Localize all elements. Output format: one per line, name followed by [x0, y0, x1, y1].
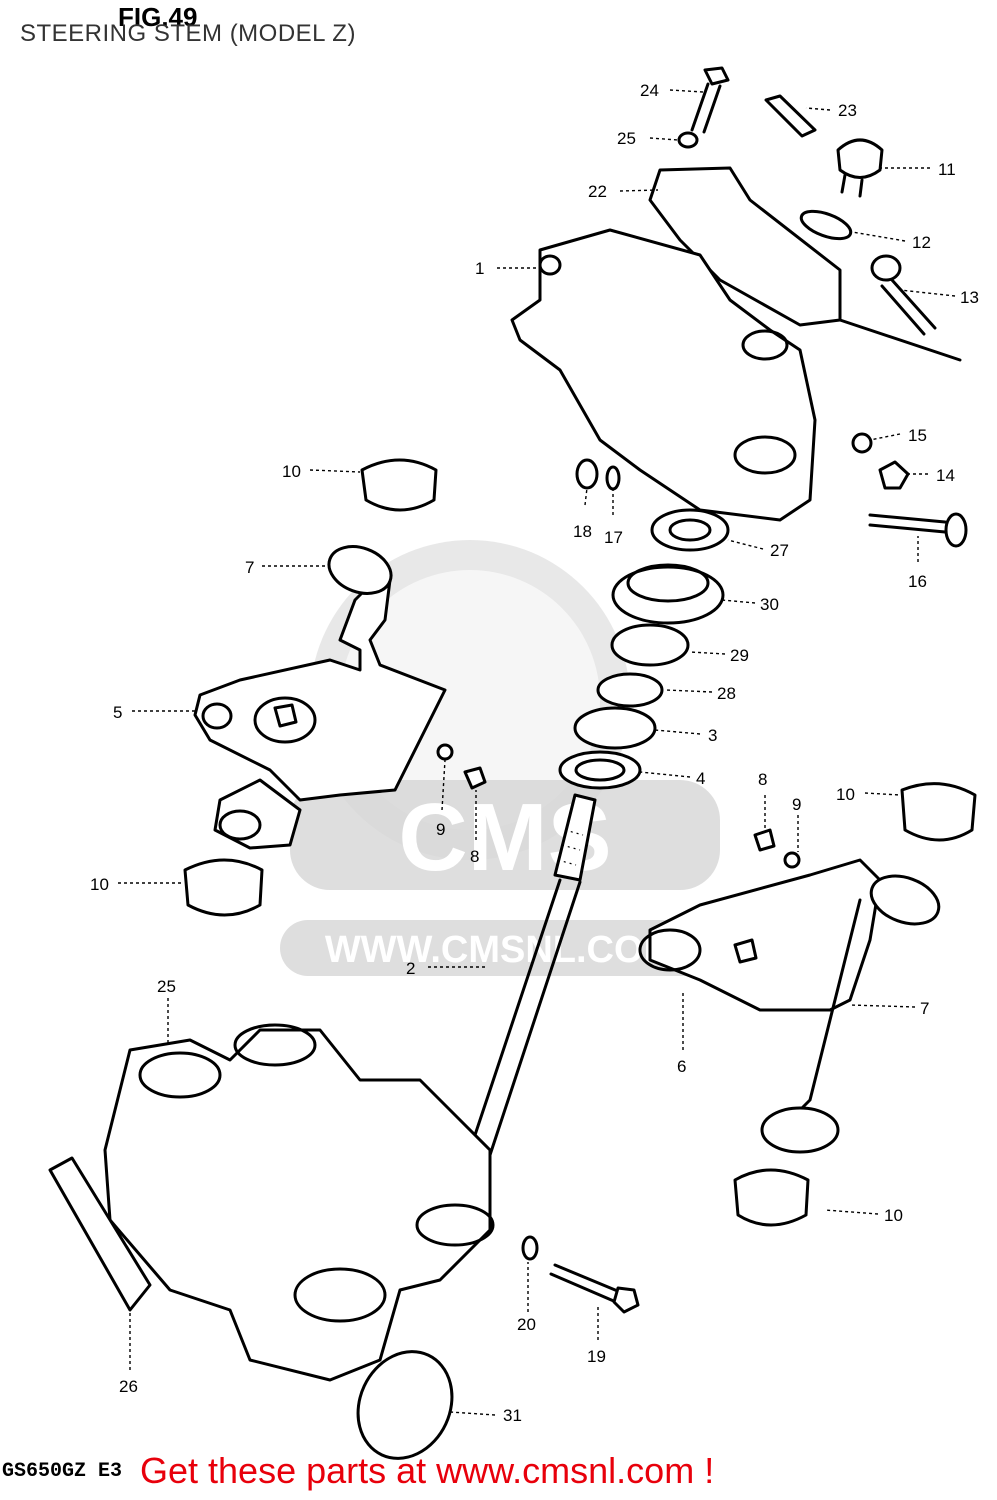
callout-10-d: 10 [884, 1206, 903, 1225]
callout-6: 6 [677, 1057, 686, 1076]
callout-25: 25 [157, 977, 176, 996]
callout-numbers: 24 25 22 1 23 11 12 13 15 14 16 18 17 27… [90, 81, 979, 1425]
part-7-right-lower-loop [760, 1106, 840, 1154]
part-26-label-plate [48, 1156, 152, 1312]
part-17-washer [605, 465, 621, 491]
part-29-race [610, 623, 690, 667]
callout-2: 2 [406, 959, 415, 978]
part-30-cover [611, 565, 725, 625]
part-3-bearing [573, 706, 657, 750]
part-19-bolt [549, 1263, 640, 1314]
part-24-washer [677, 131, 699, 149]
callout-29: 29 [730, 646, 749, 665]
part-31-cap [356, 1350, 454, 1460]
callout-3: 3 [708, 726, 717, 745]
get-parts-link[interactable]: Get these parts at www.cmsnl.com ! [140, 1450, 715, 1491]
part-12-washer [799, 209, 853, 241]
part-27-nut [650, 508, 730, 552]
callout-21: 22 [588, 182, 607, 201]
callout-8-b: 8 [758, 770, 767, 789]
callout-16: 16 [908, 572, 927, 591]
callout-20: 20 [517, 1315, 536, 1334]
part-11-cap-bolt [836, 138, 884, 198]
callout-11: 11 [938, 160, 956, 179]
callout-5: 5 [113, 703, 122, 722]
callout-23: 24 [640, 81, 659, 100]
part-28-bearing [596, 672, 664, 708]
part-6-right-bracket [648, 858, 882, 1012]
callout-4: 4 [696, 769, 705, 788]
callout-31: 31 [503, 1406, 522, 1425]
part-7-left-loop [327, 545, 393, 595]
callout-9-b: 9 [792, 795, 801, 814]
callout-13: 13 [960, 288, 979, 307]
part-23-bolt [690, 66, 730, 134]
callout-27: 27 [770, 541, 789, 560]
callout-10-a: 10 [282, 462, 301, 481]
part-8-screw-right [753, 828, 776, 852]
figure-number: FIG.49 [118, 2, 198, 32]
part-4-seal [558, 750, 642, 790]
watermark-url: WWW.CMSNL.COM [325, 929, 675, 971]
part-20-washer [521, 1235, 539, 1261]
part-5-left-bracket [193, 578, 447, 802]
diagram-title: STEERING STEM (MODEL Z) [20, 20, 356, 47]
callout-17: 17 [604, 528, 623, 547]
part-9-washer-right [783, 851, 801, 869]
callout-9-a: 9 [436, 820, 445, 839]
callout-leaders [118, 89, 956, 1416]
callout-19: 19 [587, 1347, 606, 1366]
callout-10-c: 10 [836, 785, 855, 804]
part-10-grommets [183, 458, 977, 1227]
part-9-washer-left [436, 743, 454, 761]
callout-8-a: 8 [470, 847, 479, 866]
part-25-lower-bracket [103, 1028, 492, 1382]
callout-15: 15 [908, 426, 927, 445]
part-7-right-upper-loop [869, 874, 941, 926]
part-8-screw-left [463, 766, 487, 790]
callout-30: 30 [760, 595, 779, 614]
part-16-bolt [868, 512, 968, 548]
callout-24: 25 [617, 129, 636, 148]
part-21-handlebar-holder [648, 166, 842, 327]
bearing-stack [558, 508, 730, 790]
callout-26: 26 [119, 1377, 138, 1396]
callout-7-b: 7 [920, 999, 929, 1018]
callout-12: 12 [912, 233, 931, 252]
part-13-bolt [870, 254, 937, 336]
callout-28: 28 [717, 684, 736, 703]
part-2-steering-stem [468, 793, 597, 1157]
part-22-plate [764, 94, 817, 138]
part-15-washer [851, 432, 873, 454]
part-14-nut [878, 460, 910, 490]
callout-14: 14 [936, 466, 955, 485]
model-code: GS650GZ E3 [2, 1460, 123, 1483]
callout-22: 23 [838, 101, 857, 120]
part-18-nut [575, 458, 599, 490]
callout-7-a: 7 [245, 558, 254, 577]
callout-18: 18 [573, 522, 592, 541]
callout-1: 1 [475, 259, 484, 278]
callout-10-b: 10 [90, 875, 109, 894]
